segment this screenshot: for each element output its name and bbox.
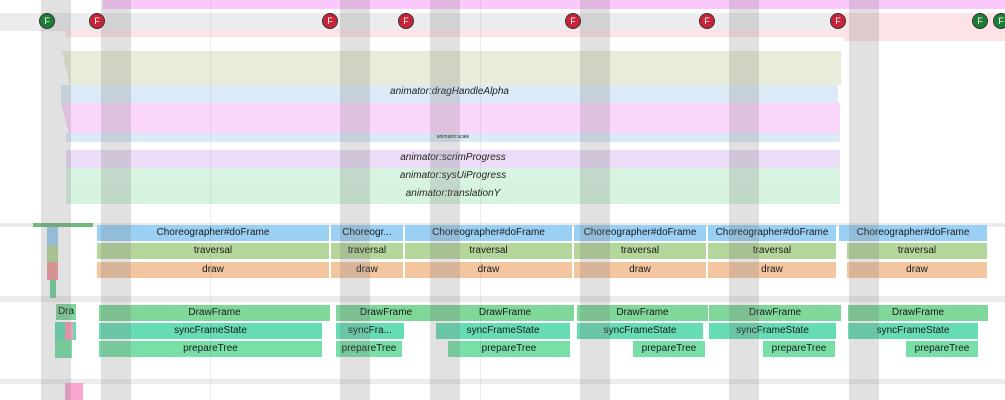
small-slice bbox=[47, 262, 58, 280]
animator-sys-ui-progress[interactable]: animator:sysUiProgress bbox=[66, 168, 840, 186]
prepare-tree-slice[interactable]: prepareTree bbox=[633, 341, 705, 357]
vsync-column bbox=[729, 0, 759, 400]
drawframe-slice[interactable]: DrawFrame bbox=[848, 305, 988, 321]
animator-drag-handle-alpha[interactable]: animator:dragHandleAlpha bbox=[61, 85, 838, 103]
choreographer-slice[interactable]: Choreogr... bbox=[331, 225, 403, 241]
sync-frame-state-slice[interactable]: syncFra... bbox=[336, 323, 404, 339]
draw-slice[interactable]: draw bbox=[97, 262, 329, 278]
track-separator bbox=[0, 296, 1005, 302]
choreographer-slice[interactable]: Choreographer#doFrame bbox=[708, 225, 836, 241]
animator-scrim-progress[interactable]: animator:scrimProgress bbox=[66, 150, 840, 168]
traversal-slice[interactable]: traversal bbox=[331, 243, 403, 259]
frames-track-pink bbox=[66, 30, 844, 37]
selection-band-top bbox=[103, 0, 1005, 9]
traversal-slice[interactable]: traversal bbox=[405, 243, 572, 259]
small-slice bbox=[47, 245, 58, 262]
frames-track bbox=[0, 13, 1005, 31]
grid-line bbox=[210, 0, 211, 400]
small-slice bbox=[65, 383, 83, 400]
sync-frame-state-slice[interactable]: syncFrameState bbox=[436, 323, 570, 339]
sync-frame-state-slice[interactable]: syncFrameState bbox=[99, 323, 322, 339]
traversal-slice[interactable]: traversal bbox=[574, 243, 706, 259]
drawframe-slice[interactable]: DrawFrame bbox=[436, 305, 574, 321]
sync-frame-state-slice[interactable]: syncFrameState bbox=[577, 323, 703, 339]
prepare-tree-slice[interactable]: prepareTree bbox=[336, 341, 402, 357]
frame-marker-good[interactable]: F bbox=[972, 13, 988, 29]
prepare-tree-slice[interactable]: prepareTree bbox=[99, 341, 322, 357]
drawframe-slice[interactable]: DrawFrame bbox=[709, 305, 841, 321]
anim-band-olive bbox=[62, 51, 841, 85]
vsync-column bbox=[849, 0, 879, 400]
frame-marker-janky[interactable]: F bbox=[699, 13, 715, 29]
frame-marker-janky[interactable]: F bbox=[322, 13, 338, 29]
vsync-column bbox=[41, 0, 71, 400]
small-slice bbox=[47, 227, 58, 245]
prepare-tree-slice[interactable]: prepareTree bbox=[448, 341, 570, 357]
prepare-tree-slice[interactable]: prepareTree bbox=[906, 341, 978, 357]
sync-frame-state-slice[interactable]: syncFrameState bbox=[709, 323, 836, 339]
draw-slice[interactable]: draw bbox=[405, 262, 572, 278]
draw-slice[interactable]: draw bbox=[847, 262, 987, 278]
choreographer-slice[interactable]: Choreographer#doFrame bbox=[405, 225, 572, 241]
vsync-column bbox=[580, 0, 610, 400]
frame-marker-good[interactable]: F bbox=[993, 13, 1005, 29]
frame-marker-janky[interactable]: F bbox=[565, 13, 581, 29]
vsync-column bbox=[340, 0, 370, 400]
small-slice bbox=[55, 340, 72, 358]
small-slice bbox=[50, 280, 56, 298]
frame-marker-janky[interactable]: F bbox=[830, 13, 846, 29]
draw-slice[interactable]: draw bbox=[574, 262, 706, 278]
draw-slice[interactable]: draw bbox=[331, 262, 403, 278]
drawframe-slice-first[interactable]: Dra bbox=[56, 304, 76, 320]
anim-band-pink bbox=[61, 103, 840, 133]
traversal-slice[interactable]: traversal bbox=[708, 243, 836, 259]
prepare-tree-slice[interactable]: prepareTree bbox=[763, 341, 835, 357]
traversal-slice[interactable]: traversal bbox=[847, 243, 987, 259]
drawframe-slice[interactable]: DrawFrame bbox=[577, 305, 708, 321]
sync-frame-state-slice[interactable]: syncFrameState bbox=[848, 323, 978, 339]
small-slice bbox=[65, 322, 73, 340]
choreographer-slice[interactable]: Choreographer#doFrame bbox=[574, 225, 706, 241]
vsync-column bbox=[101, 0, 131, 400]
animator-translation-y[interactable]: animator:translationY bbox=[66, 186, 840, 204]
traversal-slice[interactable]: traversal bbox=[97, 243, 329, 259]
drawframe-slice[interactable]: DrawFrame bbox=[99, 305, 330, 321]
animator-scale[interactable]: animator:scale bbox=[66, 133, 840, 142]
track-separator bbox=[0, 379, 1005, 384]
draw-slice[interactable]: draw bbox=[708, 262, 836, 278]
frame-marker-janky[interactable]: F bbox=[89, 13, 105, 29]
frame-marker-janky[interactable]: F bbox=[398, 13, 414, 29]
frame-marker-good[interactable]: F bbox=[39, 13, 55, 29]
drawframe-slice[interactable]: DrawFrame bbox=[336, 305, 436, 321]
choreographer-slice[interactable]: Choreographer#doFrame bbox=[839, 225, 987, 241]
small-slice bbox=[33, 223, 93, 227]
choreographer-slice[interactable]: Choreographer#doFrame bbox=[97, 225, 329, 241]
grid-line bbox=[480, 0, 481, 400]
vsync-column bbox=[430, 0, 460, 400]
